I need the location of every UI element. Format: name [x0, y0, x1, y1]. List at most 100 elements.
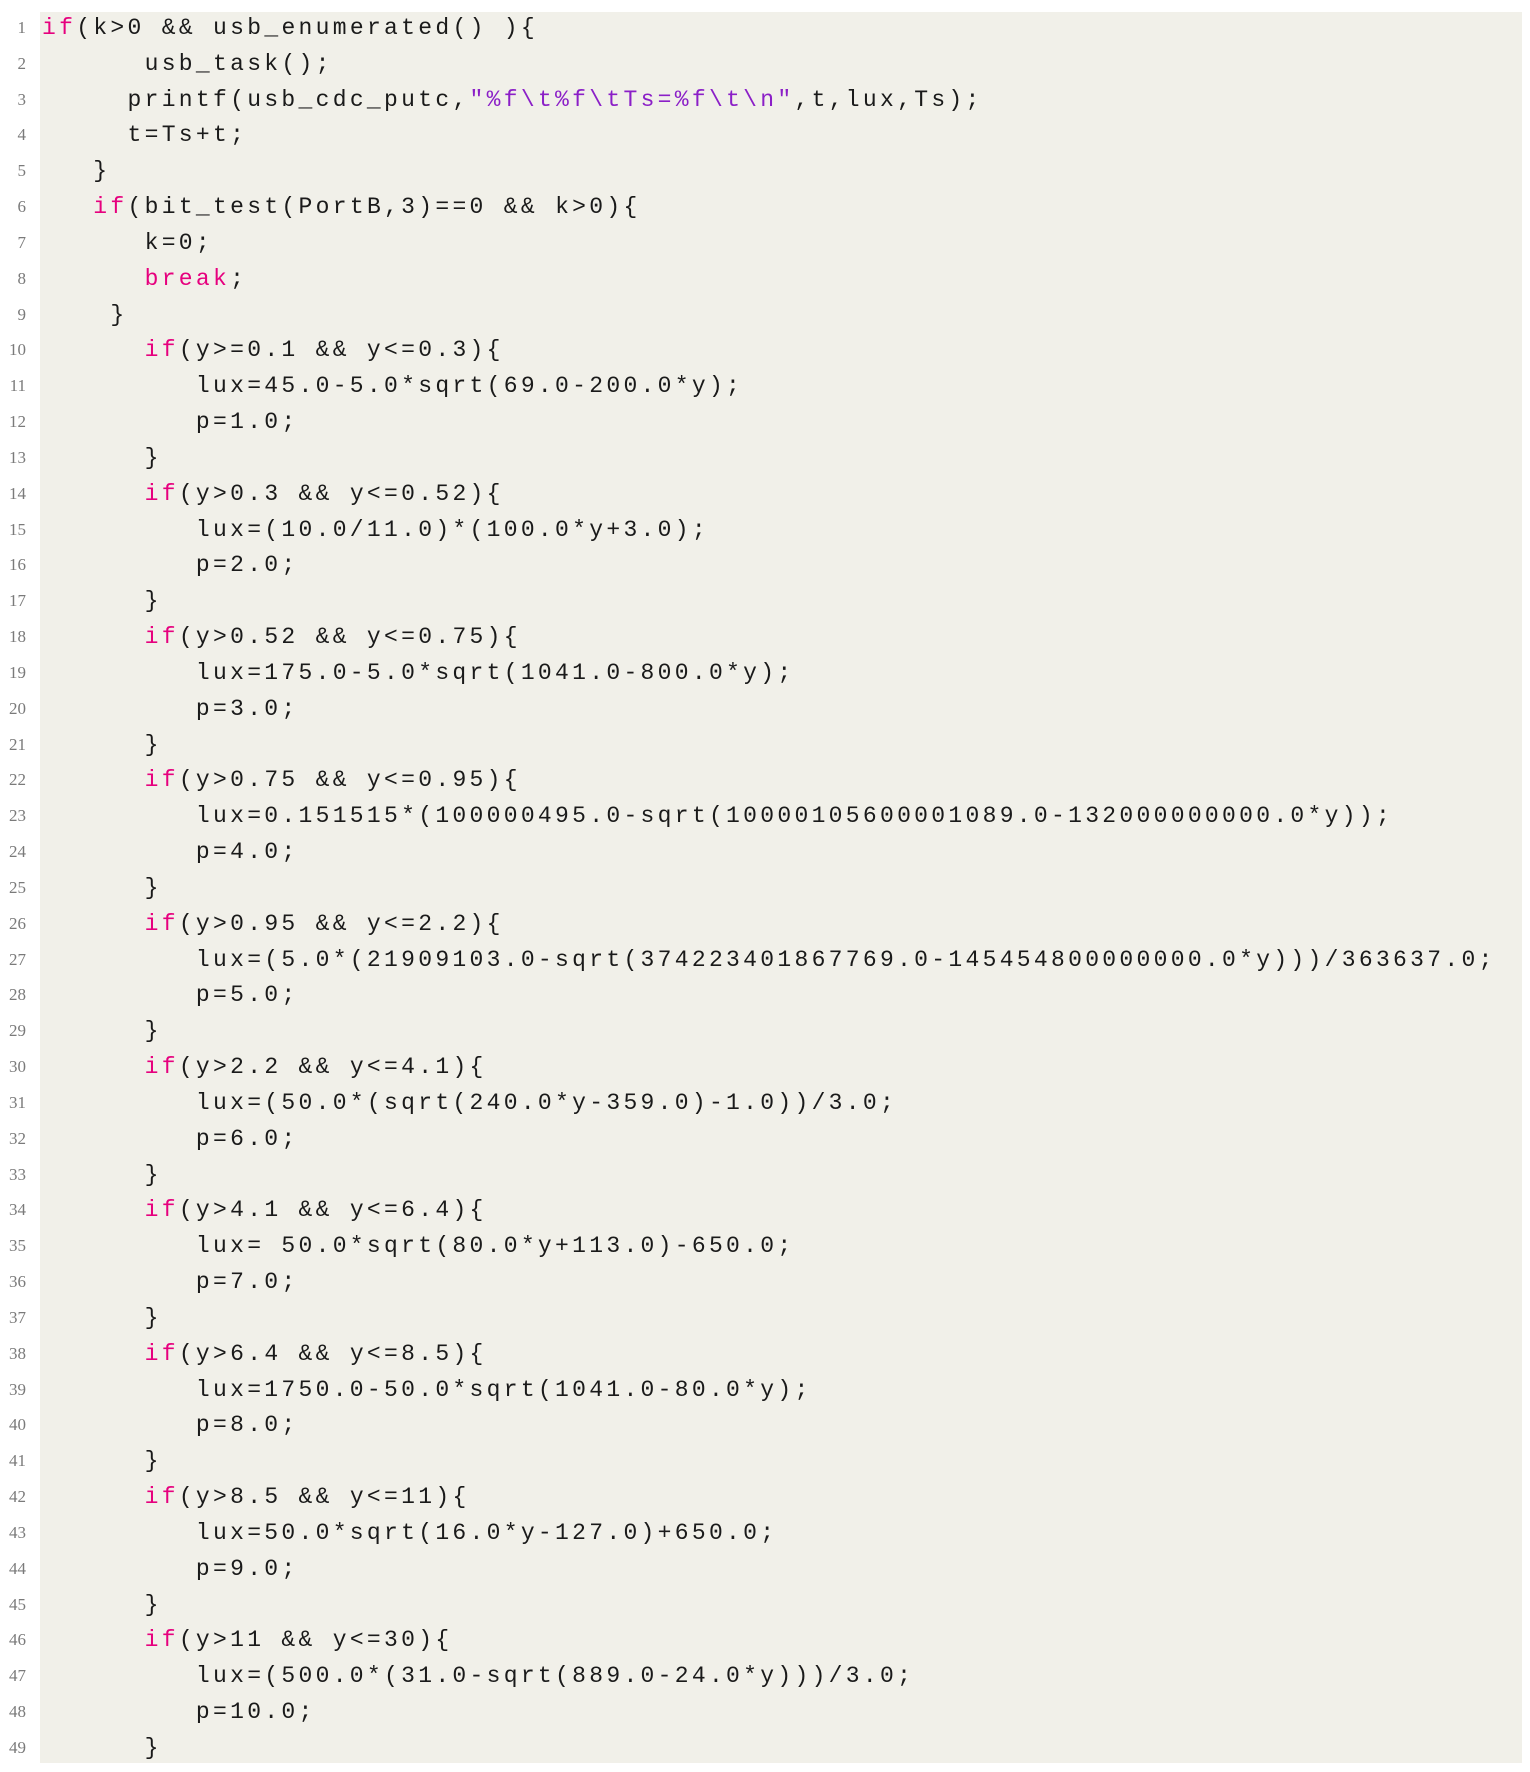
- code-text: p=7.0;: [196, 1264, 299, 1300]
- code-text: if(y>8.5 && y<=11){: [145, 1479, 470, 1515]
- code-text: p=5.0;: [196, 977, 299, 1013]
- code-text: if(y>0.3 && y<=0.52){: [145, 476, 504, 512]
- line-number: 27: [9, 949, 26, 969]
- code-token: (y>4.1 && y<=6.4){: [178, 1197, 487, 1224]
- code-text: }: [145, 1300, 162, 1336]
- line-number: 43: [9, 1522, 26, 1542]
- keyword-token: break: [144, 265, 231, 292]
- code-token: lux=(50.0*(sqrt(240.0*y-359.0)-1.0))/3.0…: [195, 1089, 898, 1116]
- line-number: 35: [9, 1236, 26, 1256]
- code-text: }: [145, 440, 162, 476]
- code-token: lux=1750.0-50.0*sqrt(1041.0-80.0*y);: [195, 1376, 812, 1403]
- code-text: lux=1750.0-50.0*sqrt(1041.0-80.0*y);: [196, 1372, 812, 1408]
- line-number: 22: [9, 770, 26, 790]
- code-text: }: [110, 297, 127, 333]
- keyword-token: if: [144, 480, 179, 507]
- code-token: }: [144, 731, 162, 758]
- code-text: lux=(50.0*(sqrt(240.0*y-359.0)-1.0))/3.0…: [196, 1085, 897, 1121]
- code-text: p=10.0;: [196, 1694, 316, 1730]
- code-listing-background: [40, 12, 1522, 1763]
- line-number: 13: [9, 447, 26, 467]
- code-text: p=9.0;: [196, 1551, 299, 1587]
- keyword-token: if: [42, 15, 77, 41]
- code-token: lux=(10.0/11.0)*(100.0*y+3.0);: [195, 516, 709, 543]
- code-token: (bit_test(PortB,3)==0 && k>0){: [127, 194, 641, 221]
- code-token: }: [110, 301, 128, 328]
- code-token: p=7.0;: [195, 1269, 299, 1296]
- line-number: 21: [9, 734, 26, 754]
- code-text: }: [145, 583, 162, 619]
- code-token: }: [144, 1591, 162, 1618]
- line-number: 33: [9, 1164, 26, 1184]
- line-number: 7: [17, 232, 27, 252]
- line-number: 49: [9, 1737, 26, 1757]
- code-token: p=4.0;: [195, 839, 299, 866]
- code-line: 10 if(y>=0.1 && y<=0.3){: [0, 332, 1530, 368]
- code-token: }: [144, 444, 162, 471]
- code-line: 24 p=4.0;: [0, 834, 1530, 870]
- code-token: (y>0.75 && y<=0.95){: [178, 767, 521, 794]
- code-token: }: [93, 158, 111, 185]
- line-number: 1: [17, 18, 27, 37]
- string-literal-token: "%f\t%f\tTs=%f\t\n": [469, 86, 795, 113]
- code-token: }: [144, 1304, 162, 1331]
- code-token: usb_task();: [144, 50, 333, 77]
- code-text: if(y>11 && y<=30){: [145, 1622, 453, 1658]
- code-text: t=Ts+t;: [128, 117, 248, 153]
- line-number: 44: [9, 1558, 26, 1578]
- code-line: 27 lux=(5.0*(21909103.0-sqrt(374223401867…: [0, 942, 1530, 978]
- line-number: 12: [9, 412, 26, 432]
- code-token: (y>11 && y<=30){: [178, 1627, 453, 1654]
- code-text: }: [145, 1730, 162, 1766]
- keyword-token: if: [144, 624, 179, 651]
- code-text: lux=(5.0*(21909103.0-sqrt(37422340186776…: [196, 942, 1496, 978]
- code-token: (y>6.4 && y<=8.5){: [178, 1340, 487, 1367]
- line-number: 30: [9, 1057, 26, 1077]
- code-text: }: [145, 1443, 162, 1479]
- line-number: 8: [17, 268, 27, 288]
- code-line: 44 p=9.0;: [0, 1551, 1530, 1587]
- line-number: 24: [9, 842, 26, 862]
- line-number: 6: [17, 197, 27, 217]
- code-text: lux=0.151515*(100000495.0-sqrt(100001056…: [196, 798, 1393, 834]
- line-number: 25: [9, 877, 26, 897]
- code-token: }: [144, 588, 162, 615]
- line-number: 41: [9, 1451, 26, 1471]
- code-text: if(y>4.1 && y<=6.4){: [145, 1192, 487, 1228]
- code-text: if(y>0.52 && y<=0.75){: [145, 619, 521, 655]
- line-number: 37: [9, 1307, 26, 1327]
- code-token: (k>0 && usb_enumerated() ){: [76, 15, 538, 41]
- code-text: k=0;: [145, 225, 213, 261]
- code-token: p=5.0;: [195, 982, 299, 1009]
- code-text: if(y>=0.1 && y<=0.3){: [145, 332, 504, 368]
- code-text: p=6.0;: [196, 1121, 299, 1157]
- line-number: 10: [9, 340, 26, 360]
- code-token: lux= 50.0*sqrt(80.0*y+113.0)-650.0;: [195, 1233, 795, 1260]
- code-token: ,t,lux,Ts);: [794, 86, 983, 113]
- code-token: p=3.0;: [195, 695, 299, 722]
- code-token: p=6.0;: [195, 1125, 299, 1152]
- keyword-token: if: [144, 1054, 179, 1081]
- code-token: lux=(500.0*(31.0-sqrt(889.0-24.0*y)))/3.…: [195, 1663, 915, 1690]
- keyword-token: if: [144, 1627, 179, 1654]
- code-token: }: [144, 1448, 162, 1475]
- code-text: if(y>0.95 && y<=2.2){: [145, 906, 504, 942]
- code-text: p=4.0;: [196, 834, 299, 870]
